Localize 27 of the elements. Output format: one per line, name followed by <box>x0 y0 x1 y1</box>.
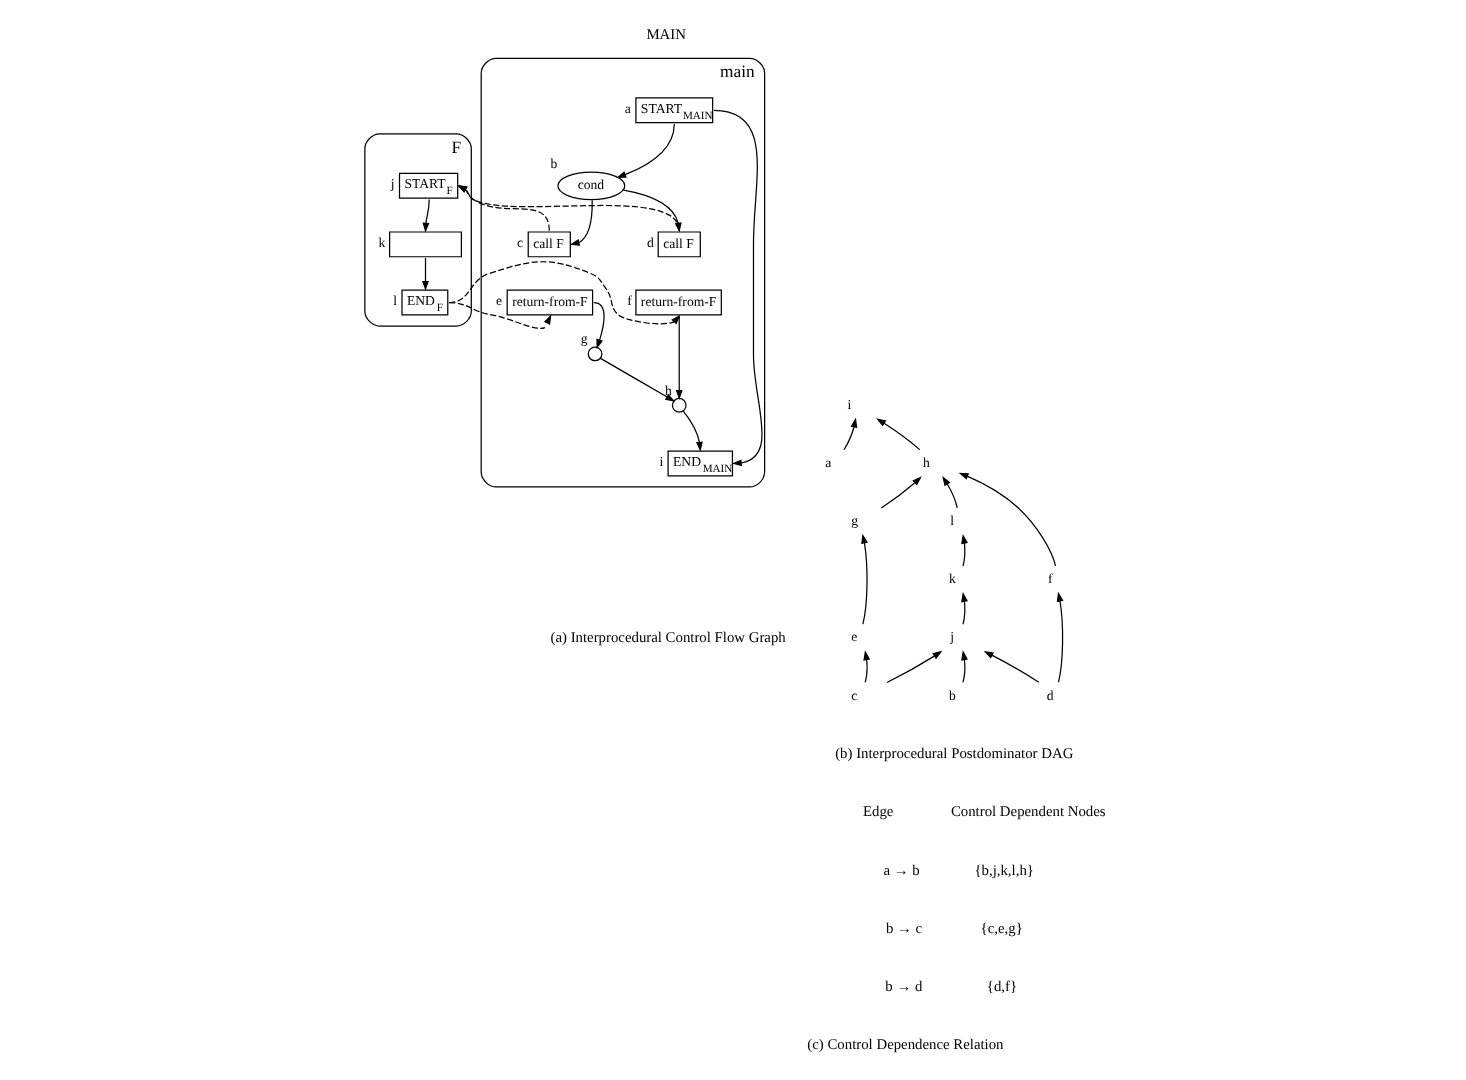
arrow <box>860 533 867 625</box>
arrow <box>885 650 942 684</box>
arrow <box>842 417 857 451</box>
arrow <box>960 650 967 684</box>
arrow <box>875 418 920 451</box>
arrow <box>941 476 957 509</box>
arrow <box>568 199 592 246</box>
arrow <box>681 410 702 452</box>
arrow <box>592 301 604 350</box>
arrow <box>456 184 549 232</box>
arrow <box>982 651 1039 683</box>
arrow <box>960 592 967 625</box>
arrow <box>674 315 682 400</box>
arrow <box>447 261 680 325</box>
arrow <box>598 357 675 402</box>
arrow <box>1055 591 1063 683</box>
arrow <box>615 123 674 178</box>
node-box <box>388 231 461 258</box>
arrow <box>862 650 870 684</box>
node-circle <box>586 346 602 362</box>
arrow <box>712 109 762 467</box>
node-circle <box>670 397 686 413</box>
arrow <box>879 476 921 509</box>
arrow <box>957 472 1056 567</box>
arrow <box>421 198 429 233</box>
arrow <box>960 533 967 567</box>
arrow <box>421 257 428 291</box>
